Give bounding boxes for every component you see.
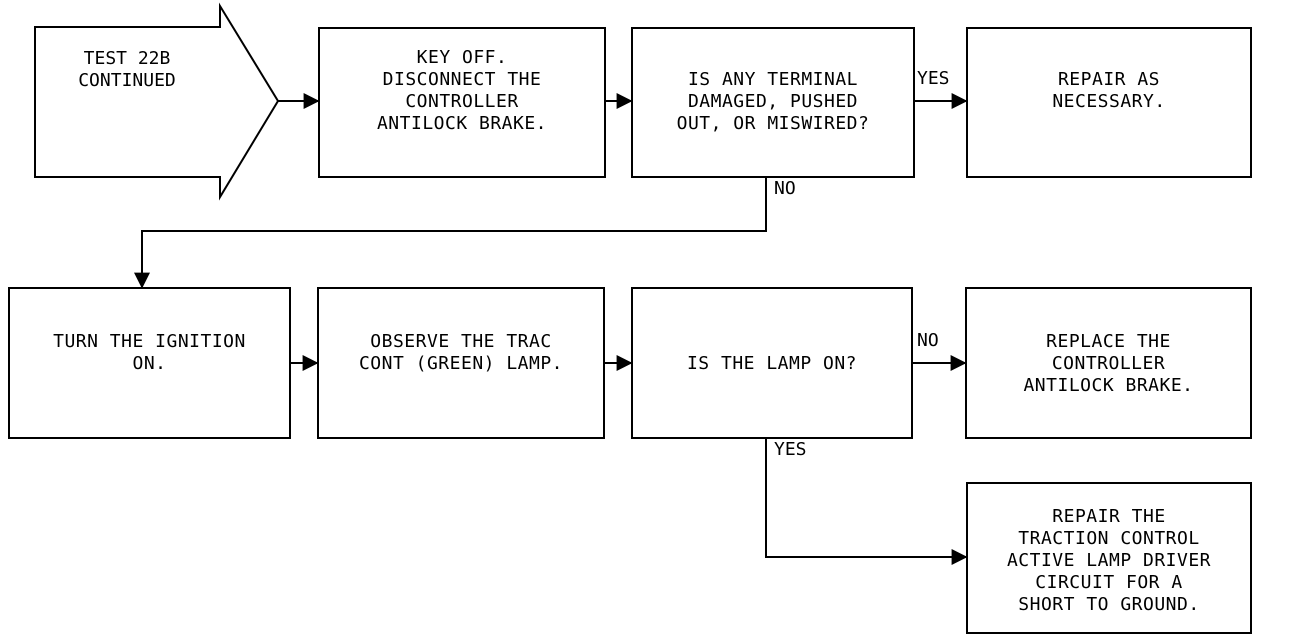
box-turn-ignition-on: TURN THE IGNITION ON. <box>8 287 291 439</box>
arrow-lampon-yes-to-repair-traction <box>765 437 968 565</box>
arrow-terminal-no-to-ignition <box>134 177 767 289</box>
box-observe-lamp: OBSERVE THE TRAC CONT (GREEN) LAMP. <box>317 287 605 439</box>
label-no-terminal: NO <box>774 178 796 199</box>
box-terminal-damaged: IS ANY TERMINAL DAMAGED, PUSHED OUT, OR … <box>631 27 915 178</box>
label-yes-terminal: YES <box>917 68 950 89</box>
label-yes-lamp: YES <box>774 439 807 460</box>
box-repair-traction-control: REPAIR THE TRACTION CONTROL ACTIVE LAMP … <box>966 482 1252 634</box>
start-label: TEST 22B CONTINUED <box>78 48 176 91</box>
box-repair-as-necessary: REPAIR AS NECESSARY. <box>966 27 1252 178</box>
box-replace-controller: REPLACE THE CONTROLLER ANTILOCK BRAKE. <box>965 287 1252 439</box>
box-is-lamp-on: IS THE LAMP ON? <box>631 287 913 439</box>
box-key-off: KEY OFF. DISCONNECT THE CONTROLLER ANTIL… <box>318 27 606 178</box>
label-no-lamp: NO <box>917 330 939 351</box>
start-arrow-shape <box>34 2 280 201</box>
